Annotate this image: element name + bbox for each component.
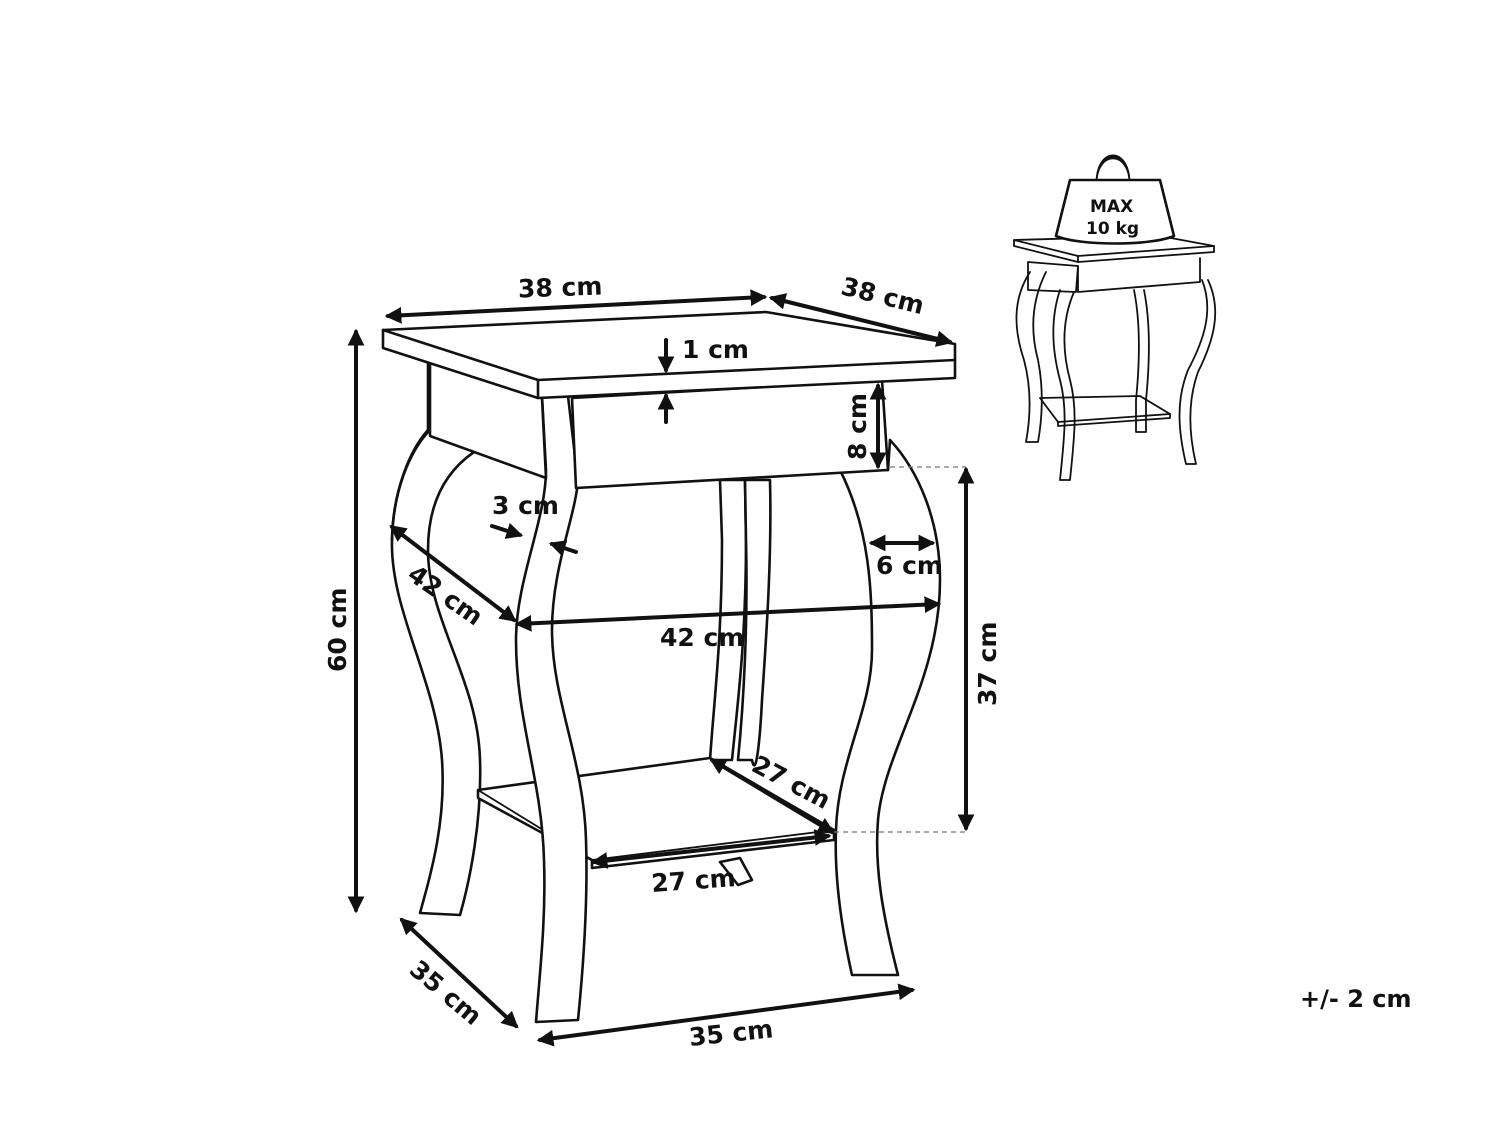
dim-leg-width-left (490, 522, 524, 539)
apron-front (570, 378, 890, 490)
dim-base-width (536, 983, 916, 1047)
weight-icon: MAX 10 kg (1054, 154, 1176, 245)
dim-leg-width-right (548, 540, 578, 557)
dim-mid-width (514, 596, 942, 632)
front-left-leg (514, 394, 588, 1024)
label-base-depth: 35 cm (404, 954, 487, 1030)
dim-top-depth (768, 293, 954, 347)
dim-base-depth (399, 917, 519, 1029)
label-shelf-height: 37 cm (973, 622, 1002, 706)
max-label: MAX (1090, 197, 1133, 217)
side-table-icon (1013, 235, 1217, 481)
dimension-lines (347, 289, 975, 1047)
dim-top-width (384, 289, 768, 324)
dim-shelf-depth (709, 758, 835, 834)
max-weight-value: 10 kg (1086, 219, 1139, 239)
label-total-height: 60 cm (323, 588, 352, 672)
label-drawer-height: 8 cm (843, 393, 872, 460)
tolerance-note: +/- 2 cm (1300, 985, 1412, 1013)
label-top-width: 38 cm (518, 272, 603, 304)
label-mid-width: 42 cm (660, 623, 744, 652)
label-top-depth: 38 cm (838, 272, 927, 321)
label-shelf-width: 27 cm (650, 863, 736, 898)
back-left-leg (390, 428, 482, 917)
dim-shelf-width (590, 829, 832, 869)
label-leg-offset: 6 cm (876, 551, 943, 580)
label-leg-width: 3 cm (492, 491, 559, 520)
label-top-thickness: 1 cm (682, 335, 749, 364)
dim-mid-diagonal (389, 524, 517, 623)
front-right-leg (834, 438, 942, 977)
